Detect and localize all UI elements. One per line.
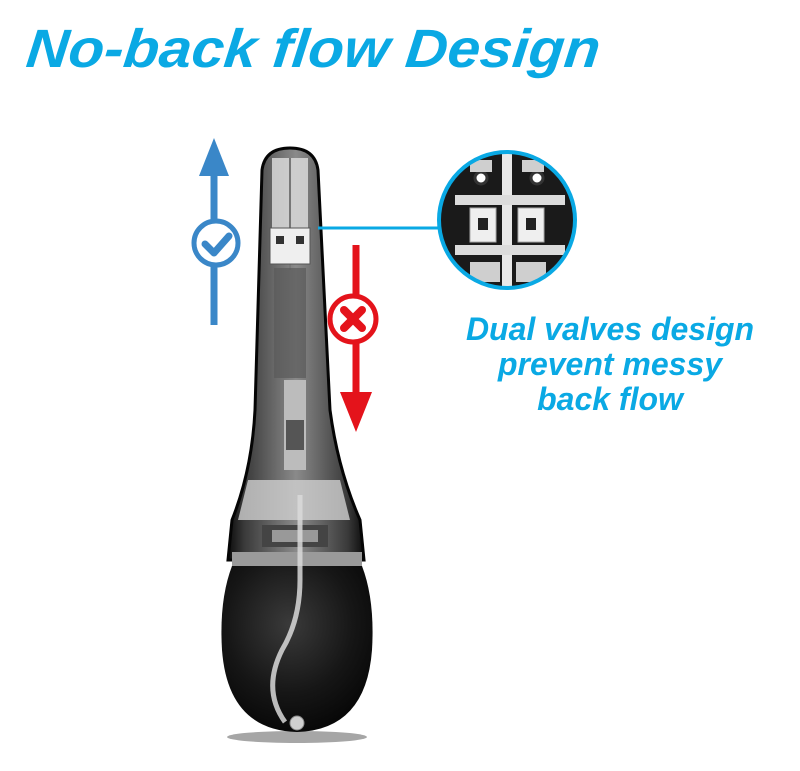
caption-line: back flow (537, 381, 683, 417)
valve-detail-lens (437, 150, 577, 290)
flow-blocked-arrow (327, 245, 379, 432)
caption-line: prevent messy (497, 346, 723, 382)
flow-allowed-arrow (191, 138, 241, 325)
check-icon (201, 232, 233, 257)
caption-line: Dual valves design (465, 311, 755, 347)
device-neck (226, 146, 366, 562)
device-bulb (221, 495, 373, 743)
x-icon (340, 306, 366, 332)
valve-caption: Dual valves design prevent messy back fl… (420, 312, 800, 417)
